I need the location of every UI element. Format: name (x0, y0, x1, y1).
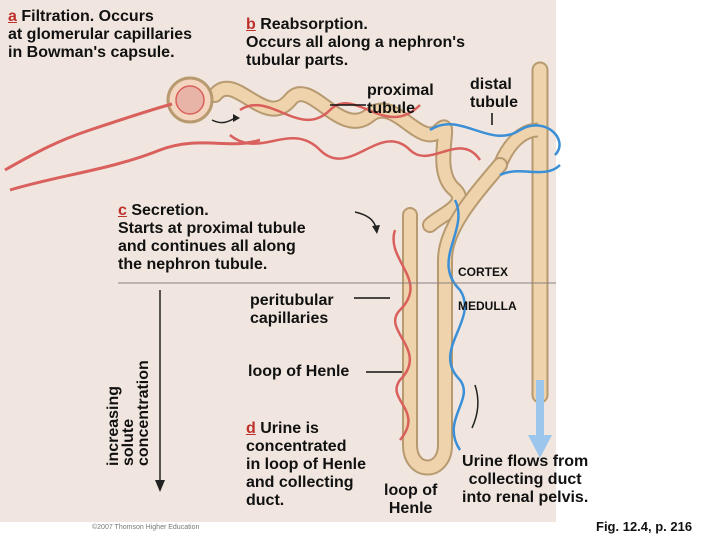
label-distal-tubule: distal tubule (470, 76, 518, 111)
label-loop-of-henle: loop of Henle (248, 363, 350, 380)
letter-a: a (8, 8, 17, 25)
label-increasing-solute: increasing solute concentration (105, 360, 152, 466)
label-filtration: a Filtration. Occurs at glomerular capil… (8, 8, 192, 62)
secretion-text: Secretion. Starts at proximal tubule and… (118, 202, 306, 273)
letter-b: b (246, 16, 256, 33)
label-reabsorption: b Reabsorption. Occurs all along a nephr… (246, 16, 465, 70)
label-loop-of-henle-bottom: loop of Henle (384, 482, 438, 517)
label-urine-concentrated: d Urine is concentrated in loop of Henle… (246, 420, 366, 510)
filtration-text: Filtration. Occurs at glomerular capilla… (8, 8, 193, 61)
label-secretion: c Secretion. Starts at proximal tubule a… (118, 202, 306, 274)
label-peritubular-capillaries: peritubular capillaries (250, 292, 334, 327)
label-urine-flows: Urine flows from collecting duct into re… (462, 453, 589, 506)
figure-reference: Fig. 12.4, p. 216 (596, 519, 693, 534)
label-cortex: CORTEX (458, 265, 509, 279)
peritubular-capillaries-blue (429, 123, 561, 156)
label-medulla: MEDULLA (458, 299, 517, 313)
afferent-arteriole (4, 102, 173, 172)
letter-c: c (118, 202, 127, 219)
diagram-panel (0, 0, 556, 522)
letter-d: d (246, 420, 256, 437)
reabsorption-text: Reabsorption. Occurs all along a nephron… (246, 16, 465, 69)
label-proximal-tubule: proximal tubule (367, 82, 434, 117)
urine-concentrated-text: Urine is concentrated in loop of Henle a… (246, 420, 366, 509)
peritubular-capillaries-red (229, 134, 482, 161)
copyright-text: ©2007 Thomson Higher Education (92, 524, 200, 531)
